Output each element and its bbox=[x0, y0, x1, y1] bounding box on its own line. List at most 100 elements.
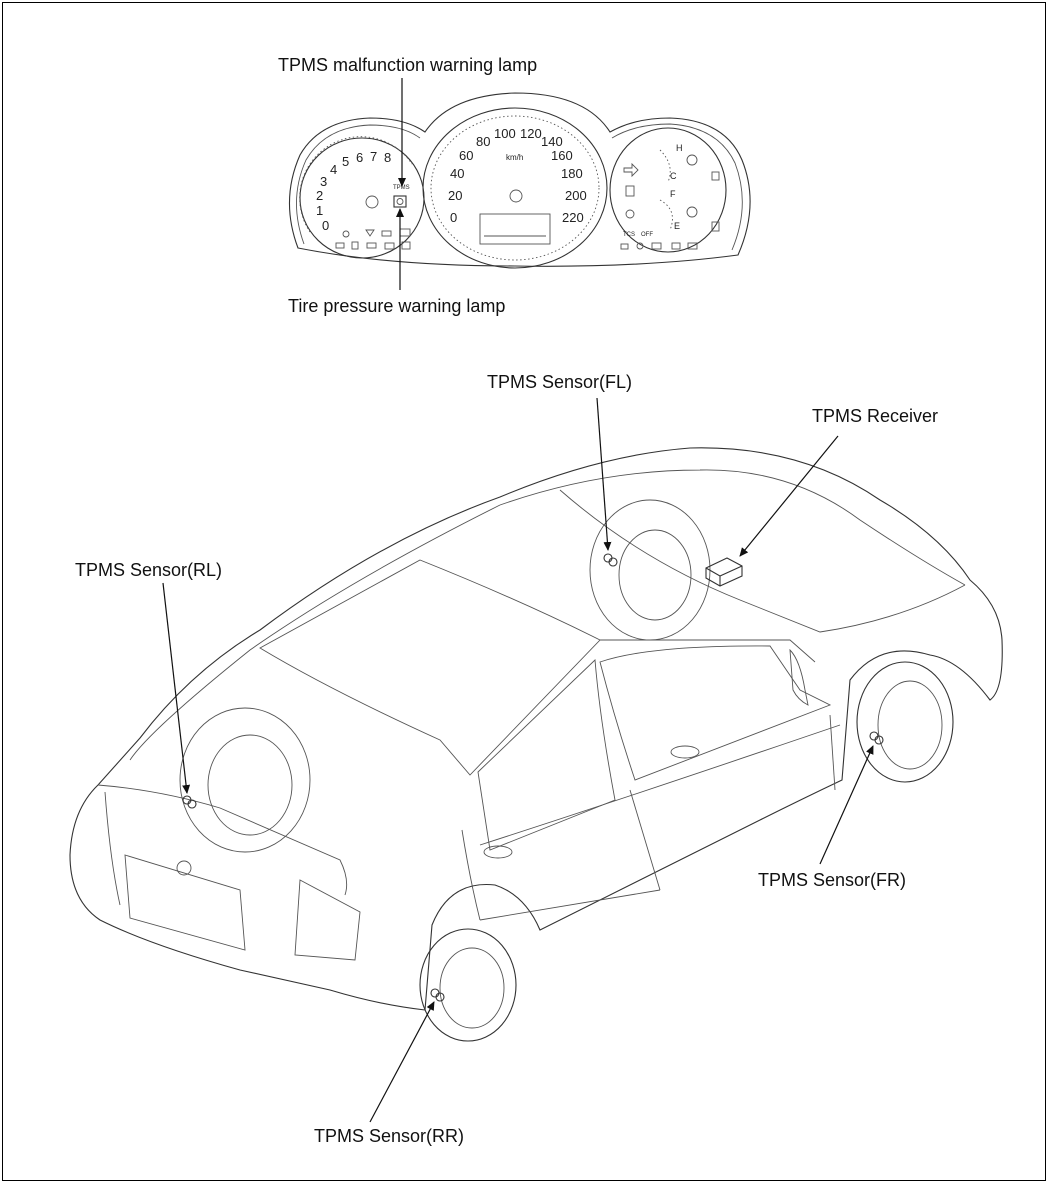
rocker-panel bbox=[479, 889, 661, 921]
tpms-lamp-tag: TPMS bbox=[393, 185, 410, 191]
housing-inner-right bbox=[611, 123, 743, 251]
receiver-leader bbox=[739, 435, 839, 557]
roof-front-edge bbox=[499, 469, 966, 586]
windshield-edge bbox=[559, 489, 966, 633]
sensor-rr-leader bbox=[369, 1001, 435, 1123]
sensor-rr-label: TPMS Sensor(RR) bbox=[314, 1126, 465, 1146]
speedo-hub bbox=[509, 189, 523, 203]
speed-unit: km/h bbox=[506, 153, 523, 162]
instrument-cluster: 0 1 2 3 4 5 6 7 8 TPMS bbox=[288, 78, 751, 290]
rear-side-window bbox=[477, 659, 616, 851]
door-split bbox=[629, 789, 661, 891]
trunk-lid-edge bbox=[97, 784, 348, 896]
speed-num-200: 200 bbox=[565, 188, 587, 203]
sensor-rl-leader bbox=[162, 582, 191, 794]
fuel-pump-icon bbox=[711, 221, 720, 232]
gauge-warning-icons bbox=[620, 242, 698, 250]
speed-num-120: 120 bbox=[520, 126, 542, 141]
car-body-silhouette bbox=[69, 447, 1003, 1011]
front-side-window bbox=[599, 645, 832, 781]
speed-num-0: 0 bbox=[450, 210, 457, 225]
rear-right-rim bbox=[439, 947, 505, 1029]
tach-num-7: 7 bbox=[370, 149, 377, 164]
tire-pressure-lamp-label: Tire pressure warning lamp bbox=[288, 296, 506, 316]
rear-emblem bbox=[176, 860, 192, 876]
tach-num-6: 6 bbox=[356, 150, 363, 165]
speedometer-dial: 0 20 40 60 80 100 120 140 160 180 200 22… bbox=[422, 107, 608, 269]
sensor-fl-leader bbox=[596, 397, 612, 551]
belt-line bbox=[479, 724, 841, 846]
speed-num-60: 60 bbox=[459, 148, 473, 163]
roof-side-rail bbox=[599, 639, 816, 663]
tpms-sensor-fl-icon bbox=[603, 553, 618, 567]
fuel-ticks bbox=[659, 199, 673, 231]
cluster-housing bbox=[288, 92, 751, 267]
front-left-wheel-phantom bbox=[589, 499, 711, 641]
tacho-ticks bbox=[299, 136, 413, 233]
speed-num-80: 80 bbox=[476, 134, 490, 149]
rear-door-handle bbox=[483, 845, 513, 859]
sensor-rl-label: TPMS Sensor(RL) bbox=[75, 560, 223, 580]
temp-mark-c: C bbox=[670, 171, 677, 181]
roof-rear-edge bbox=[129, 504, 501, 761]
temp-mark-h: H bbox=[676, 143, 683, 153]
turn-signal-icon bbox=[623, 162, 639, 178]
tacho-hub bbox=[365, 195, 379, 209]
side-mirror bbox=[789, 648, 809, 706]
fuel-mark-e: E bbox=[674, 221, 680, 231]
tpms-receiver-box bbox=[705, 557, 743, 587]
tire-pressure-lamp-icon bbox=[393, 195, 407, 208]
rear-left-wheel-phantom bbox=[179, 707, 311, 853]
tach-num-1: 1 bbox=[316, 203, 323, 218]
speedo-ticks bbox=[430, 115, 600, 261]
speed-num-220: 220 bbox=[562, 210, 584, 225]
rear-window bbox=[259, 559, 601, 776]
tach-num-4: 4 bbox=[330, 162, 337, 177]
tpms-sensor-rr-icon bbox=[430, 988, 445, 1002]
speed-num-140: 140 bbox=[541, 134, 563, 149]
speed-num-180: 180 bbox=[561, 166, 583, 181]
front-door-handle bbox=[670, 745, 700, 759]
front-right-wheel bbox=[856, 661, 954, 783]
sensor-fr-label: TPMS Sensor(FR) bbox=[758, 870, 907, 890]
rear-right-wheel bbox=[419, 928, 517, 1042]
car-outline bbox=[69, 397, 1003, 1123]
tpms-sensor-rl-icon bbox=[182, 795, 197, 809]
temp-ticks bbox=[659, 149, 671, 183]
tacho-warning-icons bbox=[335, 228, 411, 250]
tach-num-2: 2 bbox=[316, 188, 323, 203]
temp-gauge-hub bbox=[686, 154, 698, 166]
rear-corner bbox=[104, 791, 121, 906]
odometer-display bbox=[479, 213, 551, 245]
gauge-indicator-icon-2 bbox=[625, 209, 635, 219]
receiver-label: TPMS Receiver bbox=[812, 406, 939, 426]
rear-left-rim-phantom bbox=[207, 734, 293, 836]
tcs-label: TCS bbox=[623, 232, 635, 238]
rear-door-edge bbox=[461, 829, 481, 921]
malfunction-lamp-label: TPMS malfunction warning lamp bbox=[278, 55, 538, 75]
tach-num-0: 0 bbox=[322, 218, 329, 233]
speed-num-20: 20 bbox=[448, 188, 462, 203]
front-left-rim-phantom bbox=[618, 529, 692, 621]
off-label: OFF bbox=[641, 232, 653, 238]
speed-num-160: 160 bbox=[551, 148, 573, 163]
sensor-fr-leader bbox=[819, 745, 874, 865]
license-plate-recess bbox=[124, 854, 246, 951]
tire-pressure-lamp-symbol bbox=[396, 198, 404, 205]
front-right-rim bbox=[877, 680, 943, 770]
housing-inner-left bbox=[296, 124, 421, 245]
front-door-edge bbox=[829, 714, 836, 791]
fuel-mark-f: F bbox=[670, 189, 676, 199]
tachometer-dial: 0 1 2 3 4 5 6 7 8 TPMS bbox=[299, 136, 425, 259]
temp-fuel-gauge: H C F E TCS OFF bbox=[609, 127, 727, 253]
tach-num-8: 8 bbox=[384, 150, 391, 165]
fuel-gauge-hub bbox=[686, 206, 698, 218]
speed-num-100: 100 bbox=[494, 126, 516, 141]
speed-num-40: 40 bbox=[450, 166, 464, 181]
gauge-outer-ring bbox=[609, 127, 727, 253]
tpms-sensor-fr-icon bbox=[869, 731, 884, 745]
tach-num-5: 5 bbox=[342, 154, 349, 169]
tach-num-3: 3 bbox=[320, 174, 327, 189]
